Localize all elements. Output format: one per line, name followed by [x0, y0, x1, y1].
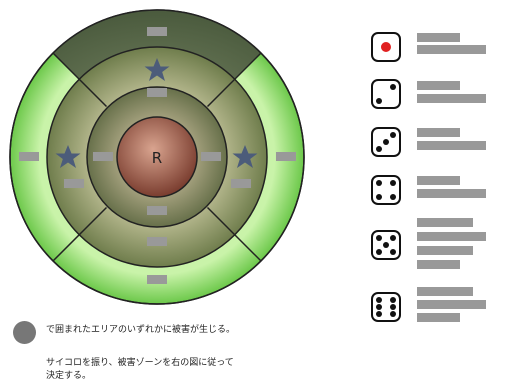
dice-legend	[371, 32, 486, 322]
damage-area-marker	[13, 321, 36, 344]
star-markers	[55, 58, 258, 168]
die-face-6	[371, 287, 486, 322]
die-face-1	[371, 32, 486, 62]
instruction-line-1: サイコロを振り、被害ゾーンを右の図に従って	[46, 358, 234, 368]
die-face-2	[371, 79, 486, 109]
die-face-4	[371, 175, 486, 205]
instruction-line-2: 決定する。	[46, 371, 92, 381]
die-face-3	[371, 127, 486, 157]
center-label: R	[152, 149, 162, 167]
center-circle	[116, 116, 198, 198]
star-right	[232, 145, 258, 168]
die-face-5	[371, 218, 486, 269]
zone-placeholder-bars	[19, 27, 296, 284]
star-top	[144, 58, 170, 81]
sector-dividers	[52, 52, 262, 262]
star-left	[55, 145, 81, 168]
legend-note: で囲まれたエリアのいずれかに被害が生じる。	[46, 325, 236, 335]
